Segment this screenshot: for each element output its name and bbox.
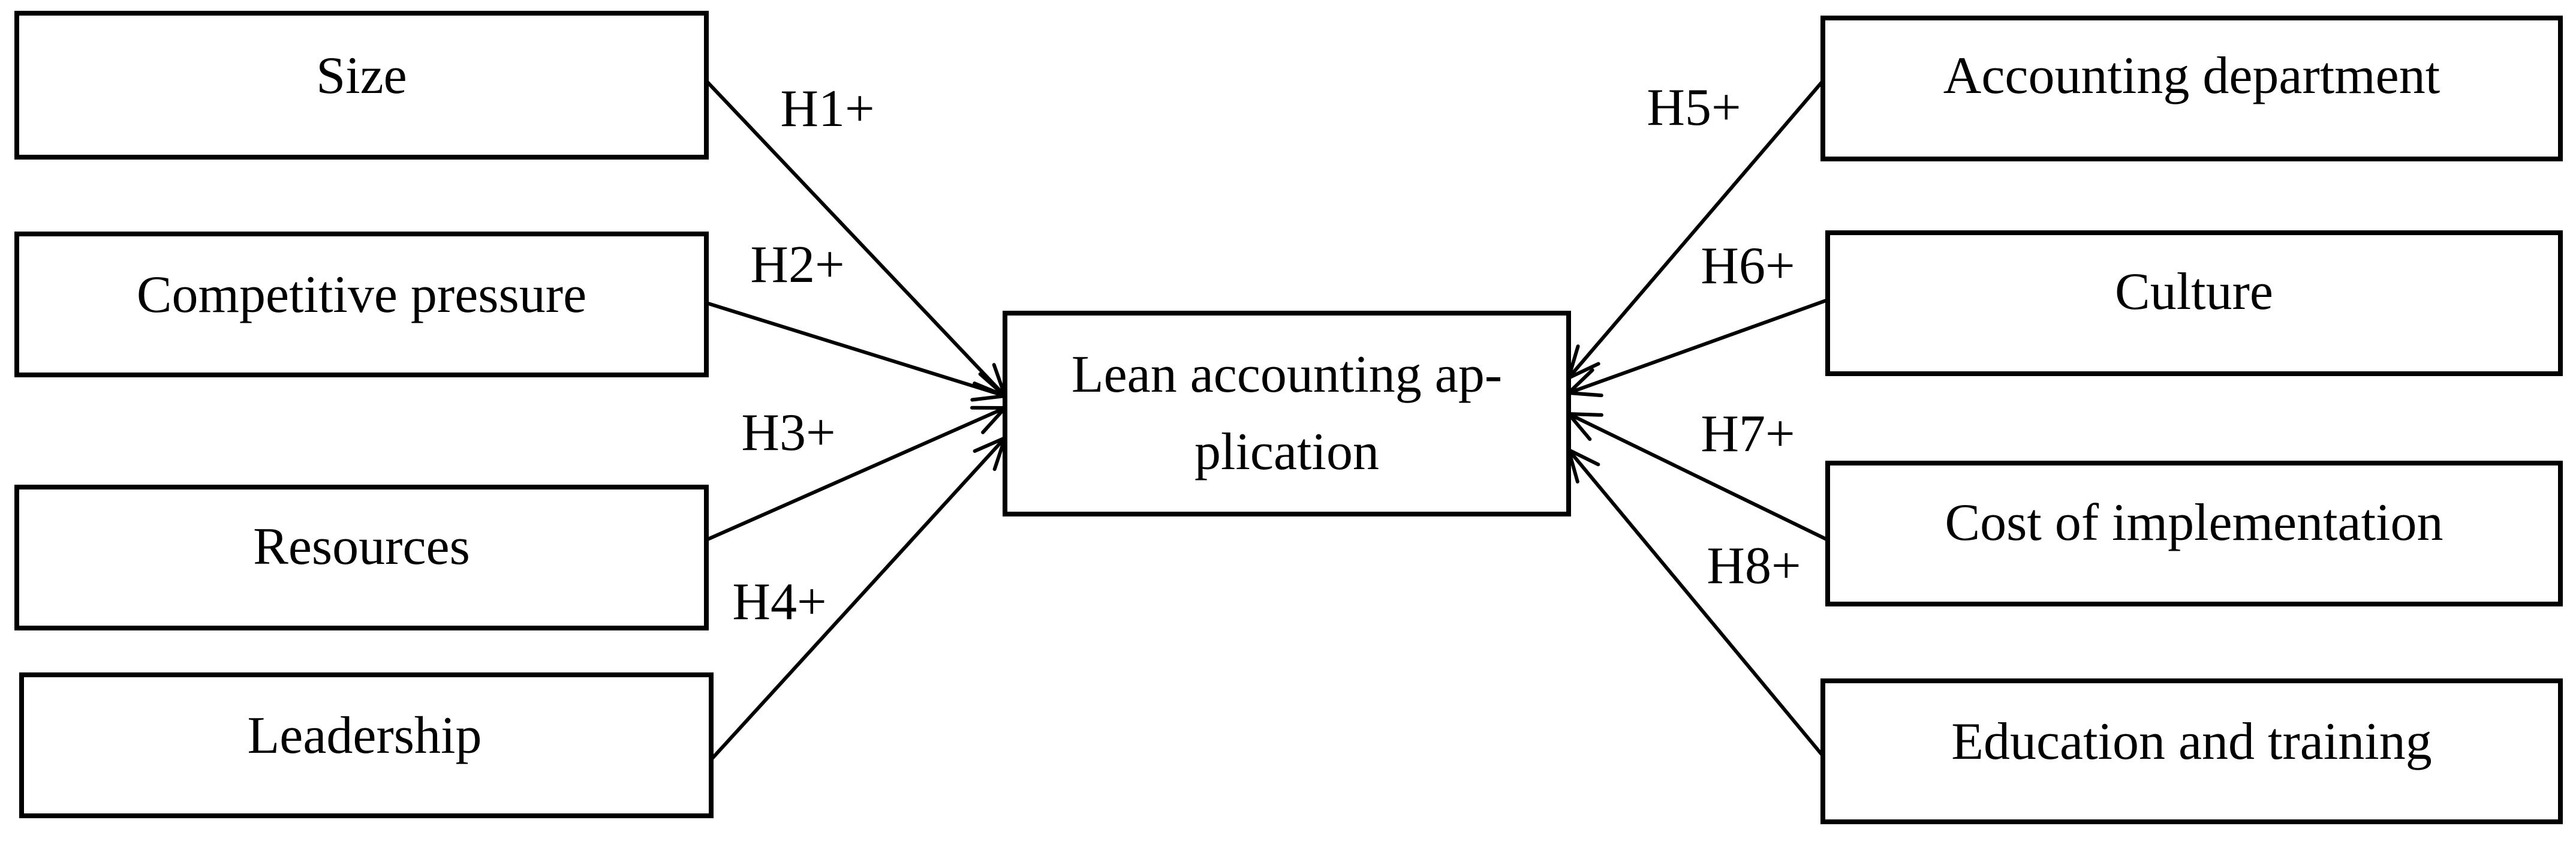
factor-label: Culture <box>2115 263 2273 321</box>
factor-education-and-training: Education and training <box>1820 678 2563 824</box>
edge-cost-of-implementation <box>1567 412 1829 542</box>
factor-label: Competitive pressure <box>137 266 586 324</box>
center-box <box>1003 311 1571 516</box>
factor-box <box>14 232 709 377</box>
factor-box <box>14 11 709 160</box>
edge-size <box>705 79 1007 398</box>
factor-size: Size <box>14 11 709 160</box>
edge-accounting-department <box>1567 80 1825 379</box>
edge-competitive-pressure <box>706 301 1006 398</box>
factor-leadership: Leadership <box>19 672 714 818</box>
factor-box <box>1820 16 2563 161</box>
hypothesis-label-h2: H2+ <box>750 236 844 294</box>
factor-culture: Culture <box>1825 230 2563 376</box>
hypothesis-labels: H1+ H2+ H3+ H4+ H5+ H6+ H7+ H8+ <box>732 79 1801 631</box>
center-label-line1: Lean accounting ap- <box>1072 346 1502 404</box>
factor-label: Cost of implementation <box>1945 494 2443 552</box>
factor-box <box>1820 678 2563 824</box>
factor-resources: Resources <box>14 485 709 630</box>
hypothesis-label-h7: H7+ <box>1701 405 1795 463</box>
factor-competitive-pressure: Competitive pressure <box>14 232 709 377</box>
edge-education-and-training <box>1567 449 1825 757</box>
factor-label: Resources <box>253 518 470 576</box>
edge-culture <box>1567 298 1829 395</box>
hypothesis-label-h5: H5+ <box>1647 79 1741 137</box>
center-node-lean-accounting-application: Lean accounting ap- plication <box>1003 311 1571 516</box>
factor-label: Accounting department <box>1943 47 2440 105</box>
factor-label: Leadership <box>248 707 482 765</box>
factor-box <box>14 485 709 630</box>
factor-cost-of-implementation: Cost of implementation <box>1825 461 2563 606</box>
hypothesis-label-h3: H3+ <box>741 404 835 462</box>
factor-label: Education and training <box>1951 713 2432 771</box>
factor-label: Size <box>316 47 407 105</box>
factor-box <box>1825 230 2563 376</box>
factor-accounting-department: Accounting department <box>1820 16 2563 161</box>
edge-resources <box>705 406 1006 542</box>
hypothesis-label-h6: H6+ <box>1701 237 1795 295</box>
center-label-line2: plication <box>1194 423 1379 481</box>
factor-box <box>1825 461 2563 606</box>
edge-leadership <box>705 436 1007 767</box>
hypothesis-label-h4: H4+ <box>732 573 826 631</box>
hypothesis-label-h1: H1+ <box>780 80 874 138</box>
hypothesis-label-h8: H8+ <box>1707 537 1801 595</box>
edges <box>705 79 1829 767</box>
factor-box <box>19 672 714 818</box>
